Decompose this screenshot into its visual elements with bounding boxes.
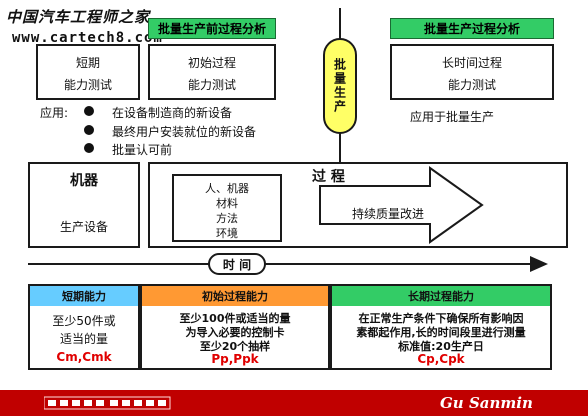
initial-capability-line: 至少100件或适当的量 (179, 312, 291, 325)
watermark-site-name: 中国汽车工程师之家 (6, 8, 151, 26)
factor-item: 材料 (216, 197, 238, 210)
apply-production-text: 应用于批量生产 (410, 110, 495, 124)
time-axis-line (28, 263, 534, 265)
bullet-icon (84, 143, 94, 153)
initial-process-line-2: 能力测试 (187, 78, 236, 92)
initial-capability-header: 初始过程能力 (142, 286, 328, 306)
mass-production-oval: 批量生产 (323, 38, 357, 134)
short-term-line-2: 能力测试 (63, 78, 112, 92)
initial-process-box: 初始过程 能力测试 (148, 44, 276, 100)
factor-item: 方法 (216, 212, 238, 225)
initial-capability-line: 至少20个抽样 (199, 340, 271, 353)
continuous-improvement-arrow-icon (319, 166, 484, 244)
machine-capability-line: 至少50件或 (52, 314, 116, 328)
initial-capability-line: 为导入必要的控制卡 (185, 326, 285, 339)
machine-capability-header: 短期能力 (30, 286, 138, 306)
long-term-capability-index: Cp,Cpk (417, 352, 465, 366)
signature: Gu Sanmin (440, 394, 533, 412)
long-term-line-1: 长时间过程 (441, 56, 502, 70)
application-item-1: 在设备制造商的新设备 (112, 106, 233, 120)
long-term-capability-header: 长期过程能力 (332, 286, 550, 306)
application-item-3: 批量认可前 (112, 143, 173, 157)
production-header: 批量生产过程分析 (390, 18, 554, 39)
continuous-improvement-label: 持续质量改进 (352, 207, 425, 221)
company-logo-icon (44, 396, 171, 410)
factor-item: 人、机器 (205, 182, 249, 195)
machine-title: 机器 (70, 173, 98, 189)
bullet-icon (84, 106, 94, 116)
long-term-box: 长时间过程 能力测试 (390, 44, 554, 100)
initial-capability-index: Pp,Ppk (211, 352, 259, 366)
time-arrow-head-icon (530, 256, 548, 272)
machine-subtitle: 生产设备 (59, 220, 108, 234)
factor-item: 环境 (216, 227, 238, 240)
long-term-capability-line: 素都起作用,长的时间段里进行测量 (356, 326, 526, 339)
short-term-line-1: 短期 (75, 56, 100, 70)
application-item-2: 最终用户安装就位的新设备 (112, 125, 257, 139)
initial-process-line-1: 初始过程 (187, 56, 236, 70)
initial-capability-box: 初始过程能力 至少100件或适当的量 为导入必要的控制卡 至少20个抽样 Pp,… (140, 284, 330, 370)
long-term-capability-line: 标准值:20生产日 (398, 340, 484, 353)
application-label: 应用: (40, 106, 69, 120)
machine-box: 机器 生产设备 (28, 162, 140, 248)
watermark-url: www.cartech8.com (12, 30, 163, 46)
process-title: 过 程 (312, 169, 345, 185)
footer-bar: Gu Sanmin (0, 390, 588, 416)
pre-production-header: 批量生产前过程分析 (148, 18, 276, 39)
factors-box: 人、机器 材料 方法 环境 (172, 174, 282, 242)
time-label: 时 间 (208, 253, 266, 275)
bullet-icon (84, 125, 94, 135)
short-term-box: 短期 能力测试 (36, 44, 140, 100)
long-term-capability-box: 长期过程能力 在正常生产条件下确保所有影响因 素都起作用,长的时间段里进行测量 … (330, 284, 552, 370)
mass-production-label: 批量生产 (332, 58, 347, 114)
machine-capability-line: 适当的量 (59, 332, 108, 346)
long-term-capability-line: 在正常生产条件下确保所有影响因 (358, 312, 524, 325)
machine-capability-box: 短期能力 至少50件或 适当的量 Cm,Cmk (28, 284, 140, 370)
machine-capability-index: Cm,Cmk (56, 350, 112, 364)
long-term-line-2: 能力测试 (447, 78, 496, 92)
